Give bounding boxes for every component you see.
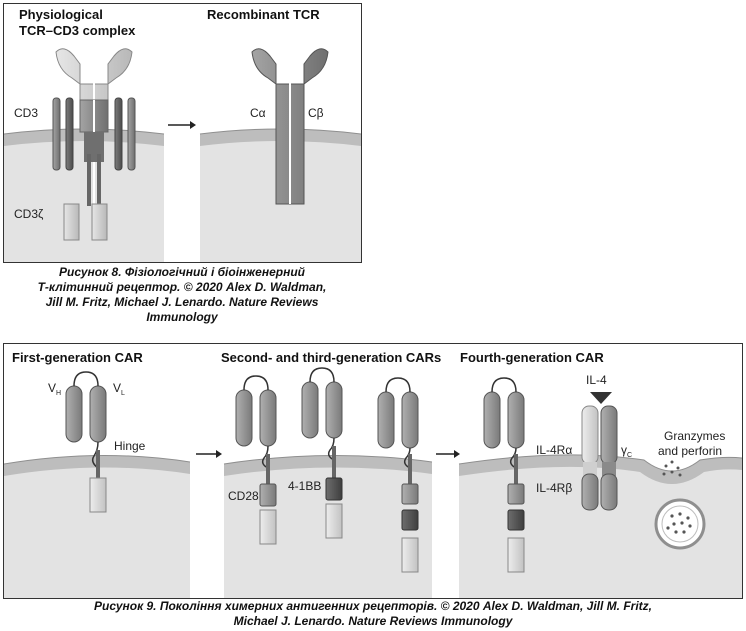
figure-8-panel: Physiological TCR–CD3 complex Recombinan…: [3, 3, 362, 263]
label-il4r-beta: IL-4Rβ: [536, 481, 572, 495]
il4-receptor: [581, 392, 618, 511]
tcr-diagram: Physiological TCR–CD3 complex Recombinan…: [4, 7, 361, 262]
arrow-right-icon: [436, 450, 460, 458]
il4-r-alpha: [581, 405, 599, 465]
label-c-alpha: Cα: [250, 106, 266, 120]
recombinant-tcr: [251, 48, 329, 205]
label-vl: VL: [113, 381, 125, 397]
figure-9-caption: Рисунок 9. Покоління химерних антигенних…: [0, 599, 746, 629]
label-vh: VH: [48, 381, 61, 397]
label-cd28: CD28: [228, 489, 259, 503]
caption-line: Т-клітинний рецептор. © 2020 Alex D. Wal…: [37, 280, 327, 294]
caption-line: Jill M. Fritz, Michael J. Lenardo. Natur…: [45, 295, 319, 309]
label-hinge: Hinge: [114, 439, 146, 453]
caption-line: Рисунок 9. Покоління химерних антигенних…: [93, 599, 652, 613]
car-fourth-generation: [483, 377, 525, 573]
label-cd3-zeta: CD3ζ: [14, 207, 44, 221]
label-il4: IL-4: [586, 373, 607, 387]
cd3-chains: [52, 97, 136, 171]
car-generations-diagram: First-generation CAR Second- and third-g…: [4, 350, 742, 598]
label-granzymes: Granzymes: [664, 429, 725, 443]
figure-9-panel: First-generation CAR Second- and third-g…: [3, 343, 743, 599]
heading-physiological: Physiological: [19, 7, 103, 22]
il4-r-beta: [581, 473, 599, 511]
car-third-generation: [377, 377, 419, 573]
cell-membrane-3: [458, 454, 742, 598]
tcr-cd3-complex: [52, 48, 136, 241]
label-gamma-c: γC: [621, 443, 632, 459]
granzyme-dots: [662, 460, 682, 477]
caption-line: Michael J. Lenardo. Nature Reviews Immun…: [233, 614, 513, 628]
label-il4r-alpha: IL-4Rα: [536, 443, 572, 457]
label-c-beta: Cβ: [308, 106, 324, 120]
label-perforin: and perforin: [658, 444, 722, 458]
caption-line: Рисунок 8. Фізіологічний і біоінженерний: [59, 265, 305, 279]
heading-second-third-generation: Second- and third-generation CARs: [221, 350, 441, 365]
car-first-generation: [65, 371, 107, 513]
arrow-right-icon: [168, 121, 196, 129]
car-second-generation-41bb: [301, 367, 343, 539]
granule-vesicle: [654, 498, 706, 550]
caption-line: Immunology: [146, 310, 218, 324]
label-cd3: CD3: [14, 106, 38, 120]
figure-8-caption: Рисунок 8. Фізіологічний і біоінженерний…: [0, 265, 364, 325]
arrow-right-icon: [196, 450, 222, 458]
heading-fourth-generation: Fourth-generation CAR: [460, 350, 604, 365]
cd3-zeta-chains: [63, 154, 108, 241]
heading-first-generation: First-generation CAR: [12, 350, 143, 365]
label-4-1bb: 4-1BB: [288, 479, 321, 493]
gamma-c: [600, 405, 618, 465]
tcr-ectodomain: [55, 48, 133, 101]
heading-recombinant-tcr: Recombinant TCR: [207, 7, 320, 22]
car-second-generation-cd28: [235, 375, 277, 545]
il4-ligand-icon: [590, 392, 612, 404]
heading-tcr-cd3-complex: TCR–CD3 complex: [19, 23, 136, 38]
